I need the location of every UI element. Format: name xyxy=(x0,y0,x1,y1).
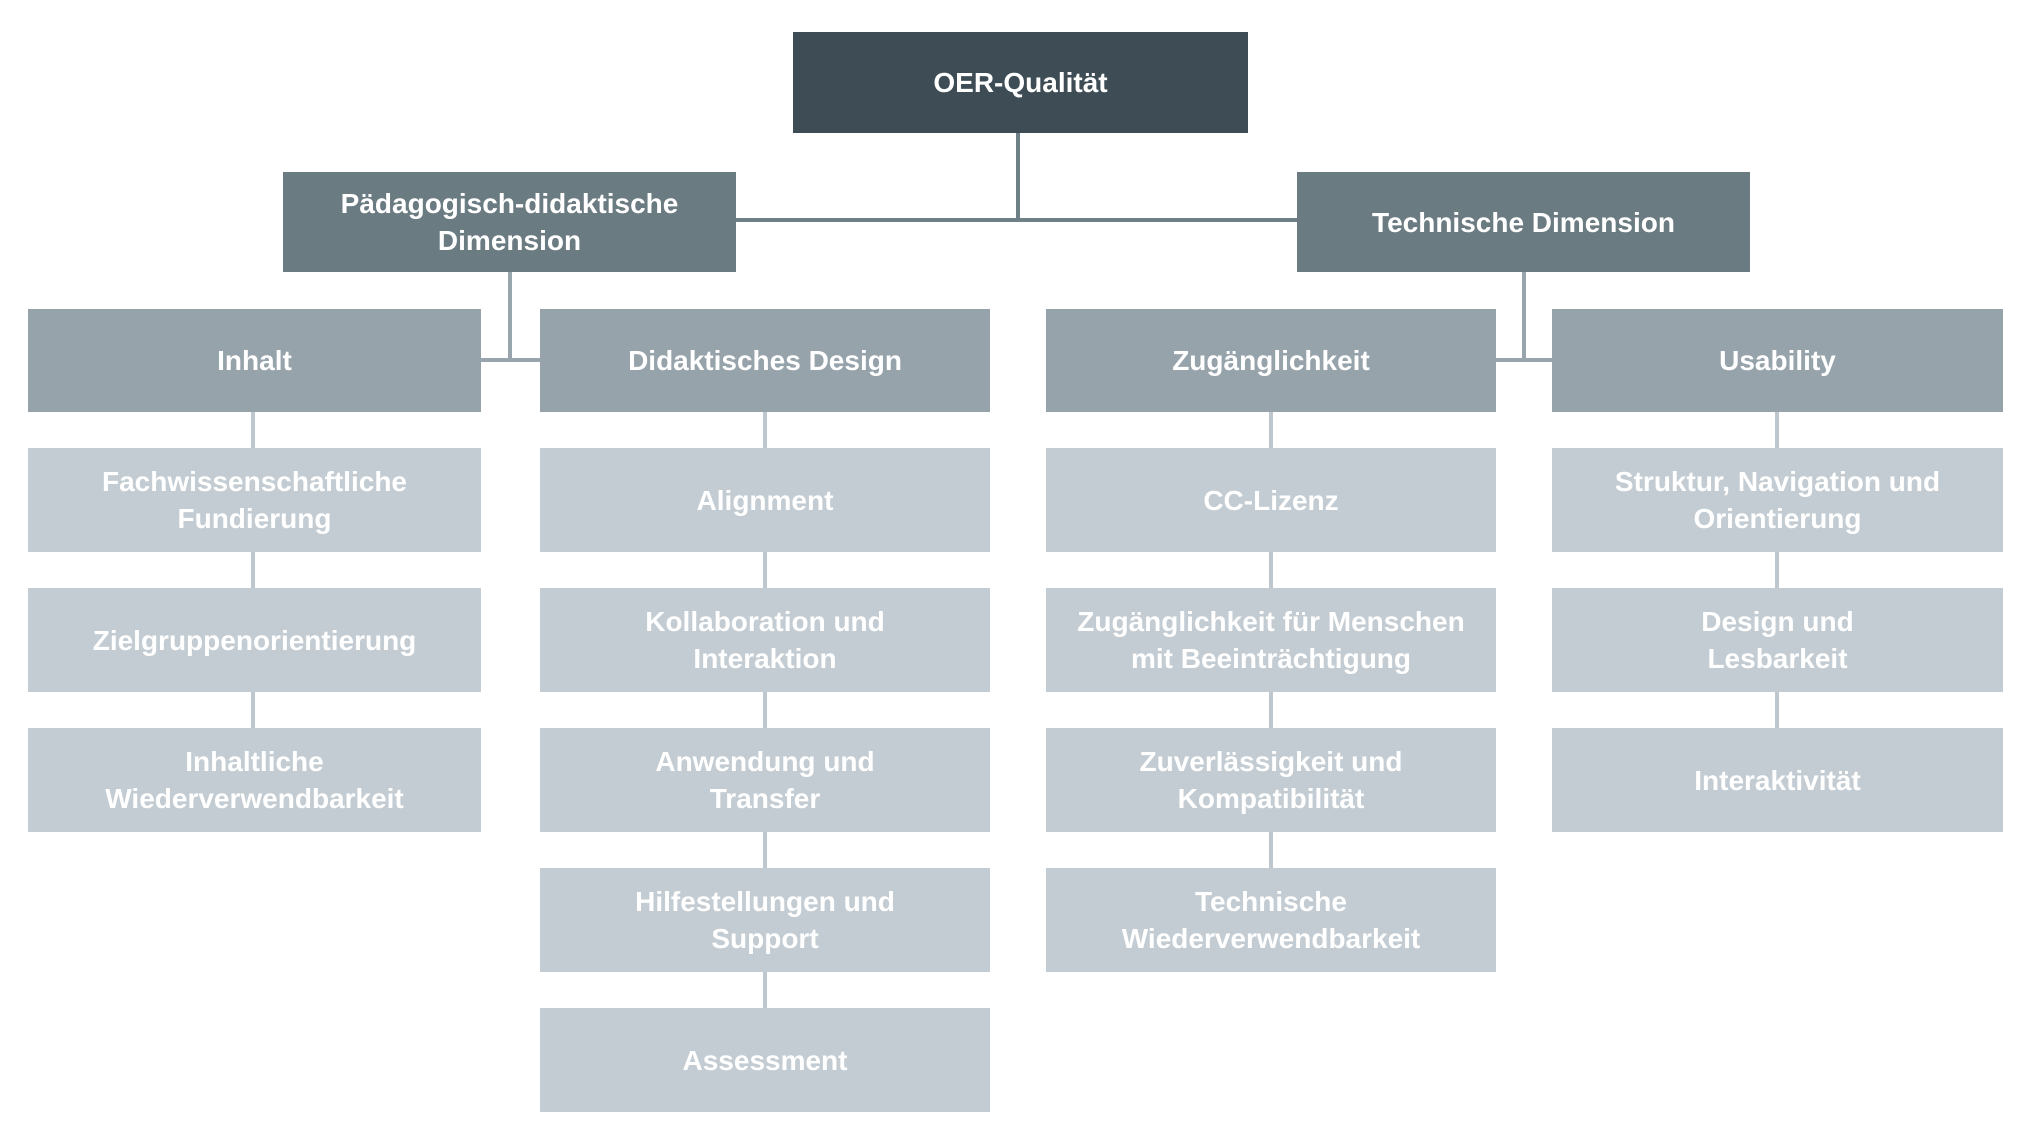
connector-zugaenglichkeit-2 xyxy=(1269,552,1273,588)
connector-zugaenglichkeit-1 xyxy=(1269,412,1273,448)
connector-root-vertical xyxy=(1016,133,1020,220)
connector-zugaenglichkeit-4 xyxy=(1269,832,1273,868)
item-technische-wiederverwendbarkeit: Technische Wiederverwendbarkeit xyxy=(1046,868,1496,972)
connector-didaktisches-design-1 xyxy=(763,412,767,448)
item-inhaltliche-wiederverwendbarkeit: Inhaltliche Wiederverwendbarkeit xyxy=(28,728,481,832)
connector-paedagogisch-horizontal xyxy=(481,358,540,362)
item-alignment: Alignment xyxy=(540,448,990,552)
connector-inhalt-2 xyxy=(251,552,255,588)
column-header-didaktisches-design: Didaktisches Design xyxy=(540,309,990,412)
item-cc-lizenz: CC-Lizenz xyxy=(1046,448,1496,552)
connector-paedagogisch-vertical xyxy=(508,272,512,360)
column-header-zugaenglichkeit: Zugänglichkeit xyxy=(1046,309,1496,412)
root-box-oer-qualitaet: OER-Qualität xyxy=(793,32,1248,133)
item-zuverlaessigkeit-und-kompatibilitaet: Zuverlässigkeit und Kompatibilität xyxy=(1046,728,1496,832)
item-kollaboration-und-interaktion: Kollaboration und Interaktion xyxy=(540,588,990,692)
connector-zugaenglichkeit-3 xyxy=(1269,692,1273,728)
connector-usability-1 xyxy=(1775,412,1779,448)
item-interaktivitaet: Interaktivität xyxy=(1552,728,2003,832)
connector-didaktisches-design-2 xyxy=(763,552,767,588)
item-zugaenglichkeit-fuer-menschen: Zugänglichkeit für Menschen mit Beeinträ… xyxy=(1046,588,1496,692)
item-struktur-navigation-orientierung: Struktur, Navigation und Orientierung xyxy=(1552,448,2003,552)
connector-didaktisches-design-3 xyxy=(763,692,767,728)
item-anwendung-und-transfer: Anwendung und Transfer xyxy=(540,728,990,832)
item-hilfestellungen-und-support: Hilfestellungen und Support xyxy=(540,868,990,972)
connector-didaktisches-design-4 xyxy=(763,832,767,868)
connector-didaktisches-design-5 xyxy=(763,972,767,1008)
item-design-und-lesbarkeit: Design und Lesbarkeit xyxy=(1552,588,2003,692)
dimension-box-paedagogisch-didaktisch: Pädagogisch-didaktische Dimension xyxy=(283,172,736,272)
dimension-box-technisch: Technische Dimension xyxy=(1297,172,1750,272)
item-zielgruppenorientierung: Zielgruppenorientierung xyxy=(28,588,481,692)
connector-usability-2 xyxy=(1775,552,1779,588)
connector-usability-3 xyxy=(1775,692,1779,728)
item-fachwissenschaftliche-fundierung: Fachwissenschaftliche Fundierung xyxy=(28,448,481,552)
column-header-usability: Usability xyxy=(1552,309,2003,412)
connector-inhalt-1 xyxy=(251,412,255,448)
connector-technisch-vertical xyxy=(1522,272,1526,360)
item-assessment: Assessment xyxy=(540,1008,990,1112)
connector-root-horizontal xyxy=(736,218,1297,222)
connector-inhalt-3 xyxy=(251,692,255,728)
column-header-inhalt: Inhalt xyxy=(28,309,481,412)
connector-technisch-horizontal xyxy=(1496,358,1552,362)
